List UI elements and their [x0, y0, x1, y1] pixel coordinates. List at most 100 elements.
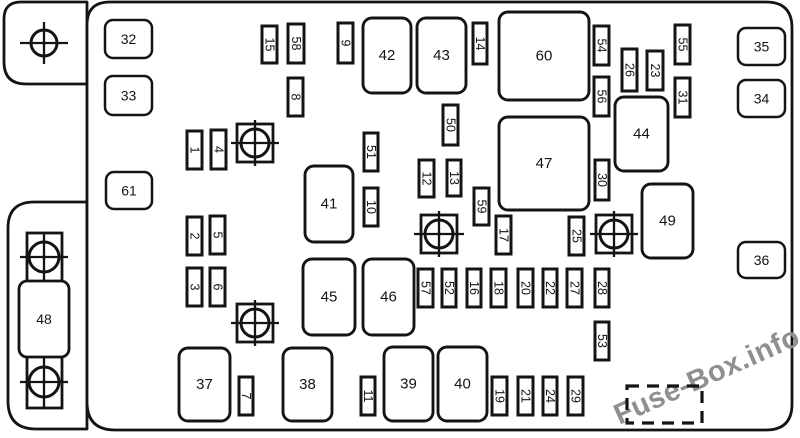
fuse-21: [516, 375, 535, 417]
fuse-4: [209, 128, 228, 171]
relay-40: [436, 345, 489, 423]
fuse-24-label: 24: [543, 389, 557, 403]
fuse-57-label: 57: [419, 281, 433, 295]
connector-33-label: 33: [121, 88, 137, 104]
fuse-51-label: 51: [364, 145, 378, 159]
fuse-15-label: 15: [263, 38, 277, 52]
mounting-bolt-icon: [231, 300, 279, 346]
fuse-51: [362, 131, 380, 173]
fuse-5: [208, 214, 227, 256]
relay-37: [177, 346, 232, 423]
fuse-31-label: 31: [676, 91, 690, 105]
fuse-6-label: 6: [211, 284, 225, 291]
fuse-20: [516, 267, 535, 309]
fuse-59-label: 59: [475, 200, 489, 214]
fuse-1: [185, 129, 204, 171]
fuse-5-label: 5: [211, 232, 225, 239]
relay-41-label: 41: [321, 196, 338, 213]
fuse-23-label: 23: [648, 64, 662, 78]
fuse-18-label: 18: [492, 281, 506, 295]
relay-47: [497, 115, 591, 212]
fuse-31: [673, 76, 692, 119]
fuse-50: [441, 103, 460, 147]
fuse-13: [445, 158, 463, 198]
fuse-10-label: 10: [364, 200, 378, 214]
fuse-3: [185, 266, 204, 308]
fuse-4-label: 4: [212, 146, 226, 153]
mounting-bolt-icon: [20, 357, 68, 407]
mounting-bolt-icon: [590, 211, 638, 257]
fuse-19-label: 19: [493, 389, 507, 403]
connector-34: [736, 78, 787, 119]
fuse-7-label: 7: [239, 393, 253, 400]
connector-35-label: 35: [754, 39, 770, 55]
connector-61-label: 61: [121, 183, 137, 199]
fuse-12: [417, 158, 436, 199]
relay-43: [415, 16, 468, 95]
relay-49: [640, 182, 695, 260]
fuse-56-label: 56: [595, 90, 609, 104]
relay-46-label: 46: [380, 289, 397, 306]
relay-47-label: 47: [536, 155, 553, 172]
relay-39-label: 39: [400, 376, 417, 393]
relay-40-label: 40: [454, 376, 471, 393]
relay-38: [281, 346, 334, 423]
fuse-20-label: 20: [519, 281, 533, 295]
connector-36: [736, 240, 787, 280]
fuse-28: [593, 267, 611, 309]
fuse-27: [565, 267, 584, 309]
fuse-25: [567, 215, 586, 257]
mega-fuse-48-label: 48: [36, 311, 52, 327]
fuse-54-label: 54: [595, 39, 609, 53]
fuse-56: [592, 75, 611, 118]
fuse-30: [593, 158, 611, 202]
relay-43-label: 43: [433, 47, 450, 64]
relay-38-label: 38: [299, 376, 316, 393]
fuse-53-label: 53: [595, 334, 609, 348]
fuse-15: [260, 24, 279, 65]
fuse-11-label: 11: [361, 390, 375, 403]
mounting-bolt-icon: [20, 22, 68, 64]
relay-42-label: 42: [379, 47, 396, 64]
fuse-26-label: 26: [623, 63, 637, 77]
fuse-6: [208, 266, 227, 308]
fuse-14-label: 14: [473, 37, 487, 51]
mega-fuse-48: [17, 279, 71, 359]
fuse-59: [472, 186, 491, 227]
fuse-57: [416, 267, 435, 309]
fuse-10: [362, 186, 380, 228]
fuse-21-label: 21: [519, 389, 533, 403]
fuse-54: [592, 24, 611, 67]
fuse-29: [566, 375, 585, 417]
relay-42: [361, 16, 413, 95]
fuse-18: [489, 267, 508, 309]
fuse-55-label: 55: [676, 38, 690, 52]
mega-fuse-assembly: [17, 231, 71, 410]
fuse-14: [471, 21, 489, 66]
dashed-outline-box: [625, 384, 704, 425]
fuse-52: [440, 267, 458, 309]
fuse-52-label: 52: [442, 281, 456, 295]
fuse-27-label: 27: [568, 281, 582, 295]
fuse-19: [490, 375, 509, 417]
connector-34-label: 34: [754, 91, 770, 107]
fuse-11: [359, 375, 377, 417]
mounting-bolt-icon: [20, 232, 68, 282]
fuse-7: [237, 375, 255, 417]
relay-39: [382, 345, 435, 423]
fuse-26: [620, 47, 639, 93]
fuse-2: [185, 215, 204, 257]
connector-35: [736, 26, 787, 67]
connector-36-label: 36: [754, 252, 770, 268]
fuse-17: [494, 214, 513, 256]
fuse-58-label: 58: [289, 37, 303, 51]
fuse-16-label: 16: [467, 281, 481, 295]
fuse-30-label: 30: [595, 173, 609, 187]
relay-44-label: 44: [633, 126, 650, 143]
fuse-22-label: 22: [543, 281, 557, 295]
fuse-9: [336, 21, 355, 65]
fuse-53: [593, 320, 611, 362]
relay-60-label: 60: [536, 48, 553, 65]
relay-60: [497, 10, 591, 102]
